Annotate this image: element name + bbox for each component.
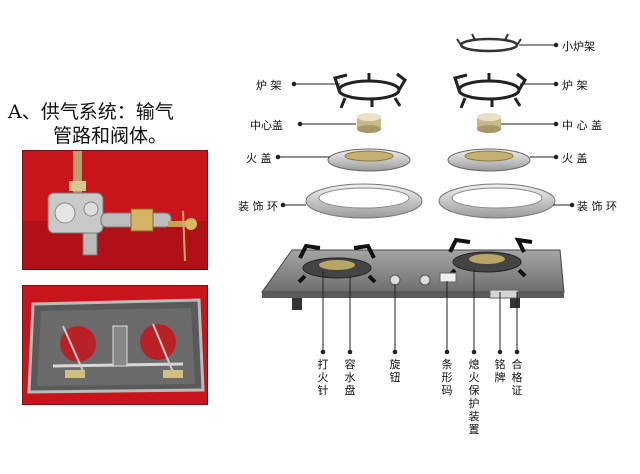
label-center-cap-right: 中 心 盖 [562, 117, 602, 133]
trim-ring-right [439, 184, 555, 218]
label-pot-rack-left: 炉 架 [256, 77, 282, 93]
pot-rack-left [335, 73, 405, 108]
label-drip-tray: 容水盘 [344, 358, 356, 397]
label-trim-ring-left: 装 饰 环 [238, 198, 278, 214]
label-small-pot-rack: 小炉架 [562, 38, 595, 54]
label-igniter: 打火针 [317, 358, 329, 397]
small-pot-rack-right [457, 34, 521, 51]
label-certificate: 合格证 [511, 358, 523, 397]
label-burner-cap-left: 火 盖 [246, 150, 272, 166]
label-burner-cap-right: 火 盖 [562, 150, 588, 166]
label-nameplate: 铭牌 [494, 358, 506, 384]
center-cap-left [357, 113, 381, 133]
pot-rack-right [455, 73, 525, 108]
burner-cap-right [448, 149, 530, 171]
label-barcode: 条形码 [441, 358, 453, 397]
label-trim-ring-right: 装 饰 环 [577, 198, 617, 214]
label-flameout-device: 熄火保护装置 [468, 358, 480, 436]
label-pot-rack-right: 炉 架 [562, 77, 588, 93]
assembled-stove [262, 240, 564, 310]
label-center-cap-left: 中心盖 [250, 117, 283, 133]
trim-ring-left [306, 184, 422, 218]
label-knob: 旋 钮 [389, 358, 401, 384]
burner-cap-left [328, 149, 410, 171]
center-cap-right [477, 113, 501, 133]
